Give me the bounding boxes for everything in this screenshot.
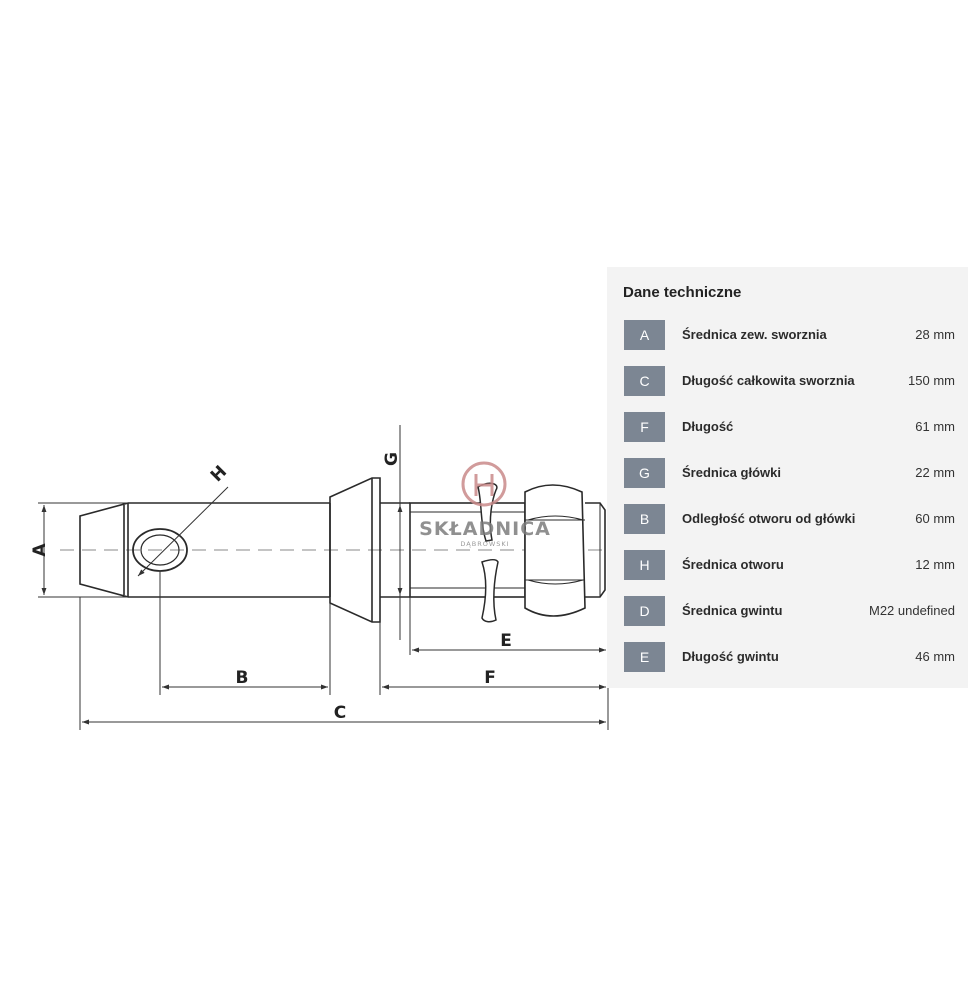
spec-name: Średnica otworu — [682, 557, 784, 572]
spec-row: A Średnica zew. sworznia 28 mm — [624, 320, 968, 350]
hex-nut — [524, 484, 586, 617]
spec-code-badge: E — [624, 642, 665, 672]
spec-name: Długość całkowita sworznia — [682, 373, 855, 388]
spec-row: E Długość gwintu 46 mm — [624, 642, 968, 672]
label-a: A — [30, 543, 50, 557]
watermark-logo: SKŁADNICA DĄBROWSKI — [419, 461, 551, 548]
spec-value: 46 mm — [915, 649, 955, 664]
spec-code-badge: F — [624, 412, 665, 442]
spec-code-badge: G — [624, 458, 665, 488]
lock-washer — [477, 482, 499, 623]
spec-name: Średnica gwintu — [682, 603, 783, 618]
spec-code-badge: B — [624, 504, 665, 534]
spec-code-badge: A — [624, 320, 665, 350]
label-c: C — [334, 703, 346, 723]
spec-name: Długość gwintu — [682, 649, 779, 664]
spec-code-badge: D — [624, 596, 665, 626]
spec-row: B Odległość otworu od główki 60 mm — [624, 504, 968, 534]
spec-row: D Średnica gwintu M22 undefined — [624, 596, 968, 626]
spec-value: M22 undefined — [868, 603, 955, 618]
spec-code-badge: H — [624, 550, 665, 580]
spec-value: 28 mm — [915, 327, 955, 342]
label-e: E — [500, 631, 512, 651]
dimension-a — [38, 502, 128, 598]
spec-value: 22 mm — [915, 465, 955, 480]
spec-value: 61 mm — [915, 419, 955, 434]
spec-row: H Średnica otworu 12 mm — [624, 550, 968, 580]
dimension-h — [137, 486, 229, 577]
spec-name: Długość — [682, 419, 734, 434]
label-h: H — [207, 462, 231, 486]
spec-name: Odległość otworu od główki — [682, 511, 856, 526]
spec-name: Średnica główki — [682, 465, 781, 480]
thread-end — [585, 502, 606, 598]
spec-value: 12 mm — [915, 557, 955, 572]
spec-row: G Średnica główki 22 mm — [624, 458, 968, 488]
spec-value: 150 mm — [908, 373, 955, 388]
label-b: B — [236, 668, 249, 688]
label-g: G — [382, 452, 402, 466]
spec-name: Średnica zew. sworznia — [682, 327, 827, 342]
svg-text:SKŁADNICA: SKŁADNICA — [419, 518, 551, 540]
spec-value: 60 mm — [915, 511, 955, 526]
panel-title: Dane techniczne — [623, 284, 742, 301]
technical-data-panel: Dane techniczne A Średnica zew. sworznia… — [607, 267, 968, 688]
spec-row: F Długość 61 mm — [624, 412, 968, 442]
spec-code-badge: C — [624, 366, 665, 396]
svg-text:DĄBROWSKI: DĄBROWSKI — [460, 540, 509, 548]
label-f: F — [484, 668, 496, 688]
spec-row: C Długość całkowita sworznia 150 mm — [624, 366, 968, 396]
